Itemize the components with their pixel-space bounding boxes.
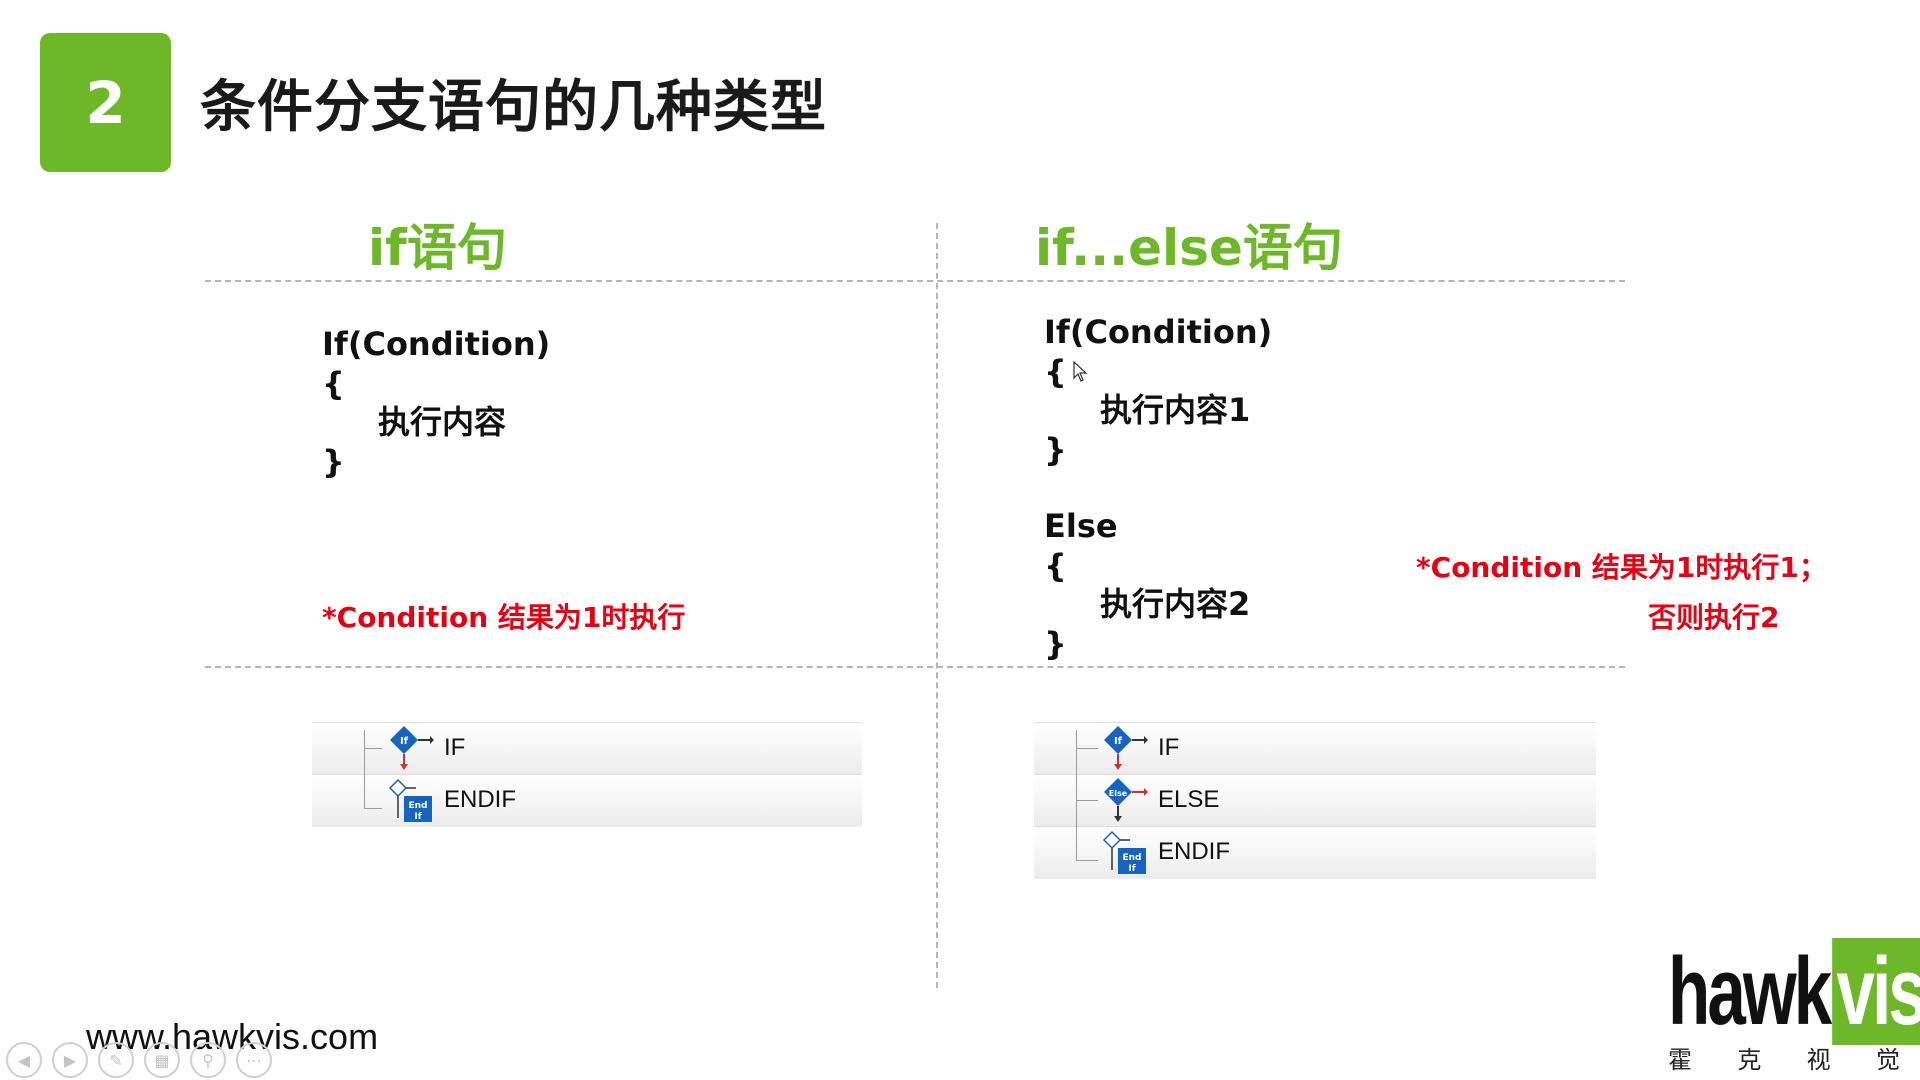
- left-code-line-2: {: [322, 365, 345, 403]
- endif-icon: End If: [388, 778, 432, 822]
- bottom-divider: [205, 666, 1625, 668]
- command-label-endif: ENDIF: [444, 786, 516, 813]
- left-note: *Condition 结果为1时执行: [322, 601, 686, 634]
- command-label-endif: ENDIF: [1158, 838, 1230, 865]
- tree-line: [364, 730, 365, 808]
- logo-subtitle: 霍 克 视 觉: [1668, 1040, 1900, 1075]
- tree-line: [1076, 860, 1098, 861]
- command-row-if[interactable]: [1034, 722, 1596, 775]
- tree-line: [1076, 730, 1077, 860]
- svg-text:Else: Else: [1109, 789, 1128, 798]
- logo-sub-char: 克: [1737, 1046, 1762, 1074]
- svg-text:End: End: [409, 801, 428, 811]
- mouse-cursor-icon: [1073, 361, 1088, 382]
- logo-text-green: vis: [1832, 938, 1920, 1045]
- right-heading: if...else语句: [1035, 219, 1343, 277]
- logo-sub-char: 霍: [1668, 1046, 1692, 1074]
- presentation-nav: ◀ ▶ ✎ ▦ ⚲ ⋯: [6, 1042, 272, 1078]
- command-row-endif[interactable]: [312, 774, 862, 827]
- tree-line: [364, 748, 382, 749]
- left-code-line-4: }: [322, 443, 345, 481]
- tree-line: [364, 808, 382, 809]
- zoom-icon[interactable]: ⚲: [190, 1042, 226, 1078]
- center-divider: [936, 223, 938, 988]
- if-diamond-icon: If: [1104, 726, 1148, 770]
- left-code-line-3: 执行内容: [378, 403, 507, 441]
- right-code-line-1: If(Condition): [1044, 313, 1273, 351]
- tree-line: [1076, 748, 1098, 749]
- svg-text:If: If: [400, 736, 409, 747]
- slides-icon[interactable]: ▦: [144, 1042, 180, 1078]
- right-code-line-4: }: [1044, 431, 1067, 469]
- svg-text:If: If: [414, 812, 421, 822]
- left-heading: if语句: [368, 219, 507, 277]
- svg-text:If: If: [1128, 864, 1135, 874]
- command-label-if: IF: [1158, 734, 1180, 761]
- right-code-line-3: 执行内容1: [1100, 391, 1251, 429]
- right-code-line-5: Else: [1044, 507, 1118, 545]
- left-code-line-1: If(Condition): [322, 325, 551, 363]
- if-diamond-icon: If: [390, 726, 434, 770]
- endif-icon: End If: [1102, 830, 1146, 874]
- svg-text:If: If: [1114, 736, 1123, 747]
- command-label-else: ELSE: [1158, 786, 1220, 813]
- prev-icon[interactable]: ◀: [6, 1042, 42, 1078]
- logo-sub-char: 视: [1806, 1046, 1831, 1074]
- tree-line: [1076, 800, 1098, 801]
- logo-wordmark: hawkvis: [1668, 938, 1920, 1045]
- right-code-line-8: }: [1044, 625, 1067, 663]
- slide-number-badge: 2: [40, 33, 171, 172]
- right-code-line-2: {: [1044, 353, 1067, 391]
- next-icon[interactable]: ▶: [52, 1042, 88, 1078]
- right-note-line-2: 否则执行2: [1648, 601, 1780, 634]
- else-diamond-icon: Else: [1104, 778, 1148, 822]
- slide-title: 条件分支语句的几种类型: [200, 75, 827, 140]
- right-code-line-7: 执行内容2: [1100, 585, 1251, 623]
- footer-url[interactable]: www.hawkvis.com: [86, 1016, 379, 1057]
- top-divider: [205, 280, 1625, 282]
- right-note-line-1: *Condition 结果为1时执行1；: [1416, 551, 1827, 584]
- logo-sub-char: 觉: [1875, 1046, 1900, 1074]
- more-icon[interactable]: ⋯: [236, 1042, 272, 1078]
- command-label-if: IF: [444, 734, 466, 761]
- hawkvis-logo: hawkvis 霍 克 视 觉: [1668, 938, 1920, 1080]
- pen-icon[interactable]: ✎: [98, 1042, 134, 1078]
- right-code-line-6: {: [1044, 547, 1067, 585]
- command-row-else[interactable]: [1034, 774, 1596, 827]
- logo-text-dark: hawk: [1668, 938, 1832, 1045]
- svg-text:End: End: [1123, 853, 1142, 863]
